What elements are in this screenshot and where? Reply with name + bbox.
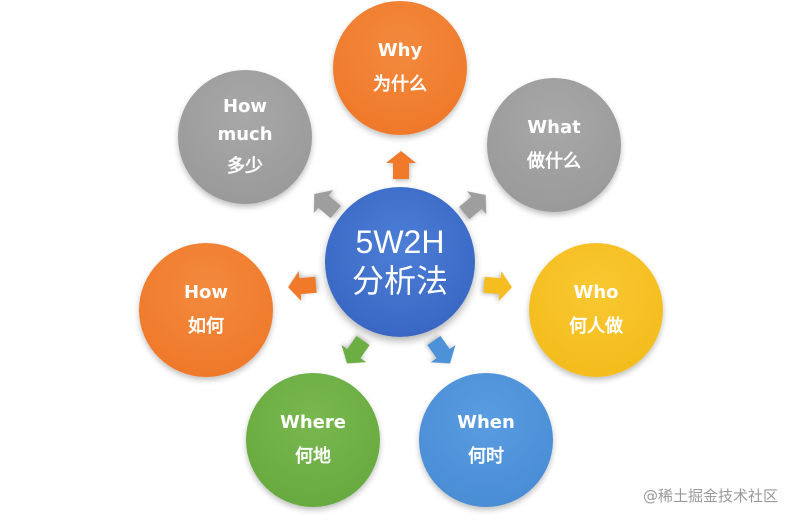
watermark: @稀土掘金技术社区	[642, 487, 778, 505]
arrow-to-why-icon	[386, 151, 416, 179]
node-what-zh: 做什么	[527, 151, 581, 172]
node-why-zh: 为什么	[373, 74, 427, 95]
node-what: What 做什么	[487, 78, 621, 212]
center-subtitle: 分析法	[351, 262, 448, 300]
center-node: 5W2H 分析法	[325, 187, 475, 337]
node-how: How 如何	[139, 243, 273, 377]
arrow-to-what-icon	[455, 184, 496, 225]
node-where-zh: 何地	[295, 446, 331, 467]
node-when-zh: 何时	[468, 446, 504, 467]
node-how-zh: 如何	[188, 316, 224, 337]
arrow-to-who-icon	[483, 270, 514, 302]
node-how-much-en-line1: How	[222, 96, 268, 117]
node-when-en: When	[457, 412, 515, 433]
node-how-much: How much 多少	[178, 70, 312, 204]
node-how-en: How	[183, 282, 229, 303]
node-how-much-en-line2: much	[217, 124, 273, 145]
node-what-en: What	[527, 117, 581, 138]
arrow-to-how-icon	[287, 270, 318, 302]
node-who-en: Who	[573, 282, 619, 303]
node-who-zh: 何人做	[569, 316, 623, 337]
arrow-to-how-much-icon	[305, 183, 346, 224]
arrow-to-where-icon	[335, 332, 376, 372]
node-when: When 何时	[419, 373, 553, 507]
node-who: Who 何人做	[529, 243, 663, 377]
node-how-much-zh: 多少	[227, 156, 263, 177]
node-why: Why 为什么	[333, 1, 467, 135]
center-title: 5W2H	[355, 224, 445, 260]
arrow-to-when-icon	[422, 332, 463, 372]
node-why-en: Why	[377, 40, 423, 61]
node-where-en: Where	[280, 412, 346, 433]
node-where: Where 何地	[246, 373, 380, 507]
